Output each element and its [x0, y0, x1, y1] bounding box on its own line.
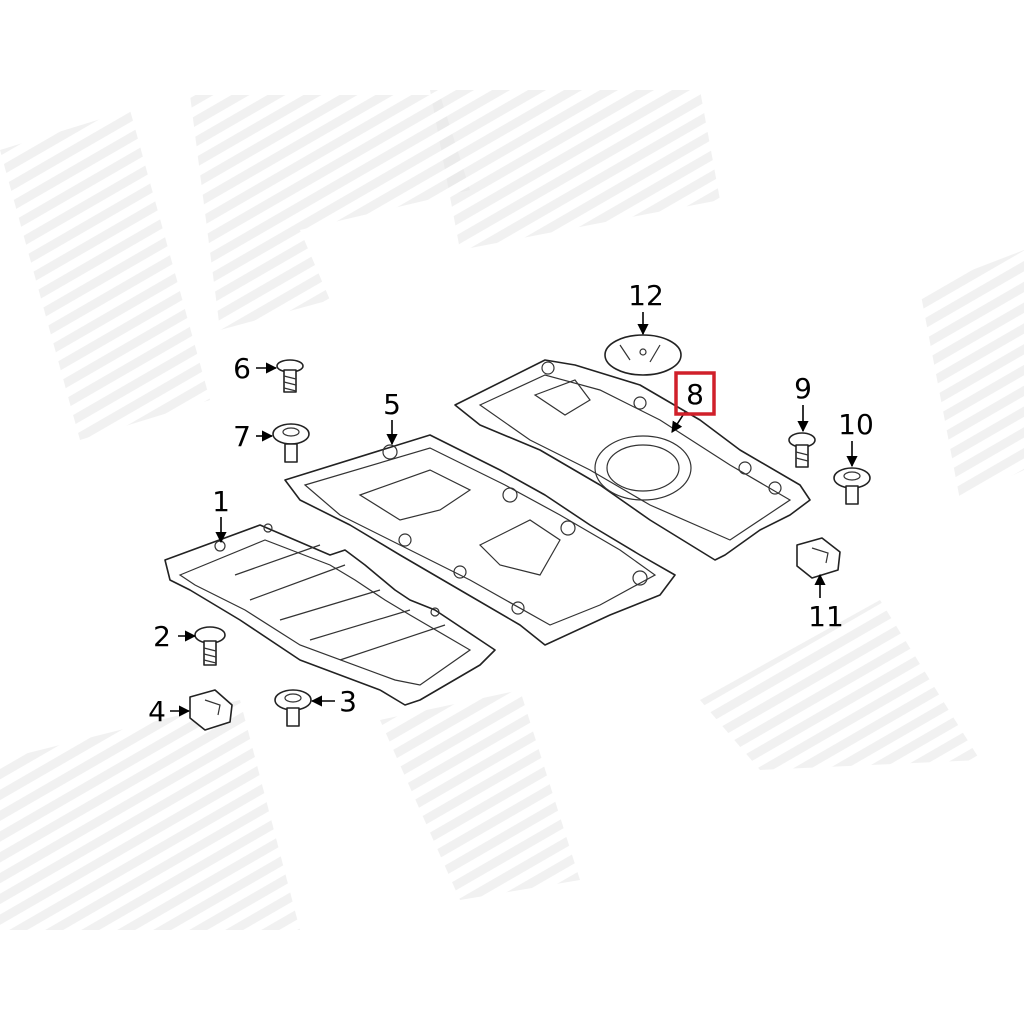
callout-7: 7: [233, 420, 251, 453]
callout-6: 6: [233, 352, 251, 385]
part-8-rear-panel: [454, 359, 811, 561]
fastener-7-clip: [272, 423, 310, 463]
watermark: [0, 90, 1024, 930]
callout-11: 11: [808, 600, 844, 633]
part-1-front-panel: [164, 523, 496, 706]
part-5-middle-panel: [284, 434, 676, 646]
callout-8-highlight-box: [674, 371, 716, 416]
callout-4: 4: [148, 695, 166, 728]
callout-10: 10: [838, 408, 874, 441]
fastener-3-clip: [274, 689, 312, 727]
callout-9: 9: [794, 372, 812, 405]
callout-1: 1: [212, 485, 230, 518]
callout-5: 5: [383, 388, 401, 421]
callout-12: 12: [628, 279, 664, 312]
callout-8: 8: [686, 378, 704, 411]
fastener-11-nut-clip: [796, 537, 841, 579]
fastener-6-screw: [276, 359, 304, 393]
fastener-10-clip: [833, 467, 871, 505]
part-12-disc-cover: [604, 334, 682, 376]
fastener-2-screw: [194, 626, 226, 666]
callout-3: 3: [339, 685, 357, 718]
fastener-4-nut-clip: [189, 689, 233, 731]
fastener-9-screw: [788, 432, 816, 468]
callout-labels: 1 2 3 4 5 6 7 8 9 10 11 12: [148, 279, 874, 728]
callout-2: 2: [153, 620, 171, 653]
